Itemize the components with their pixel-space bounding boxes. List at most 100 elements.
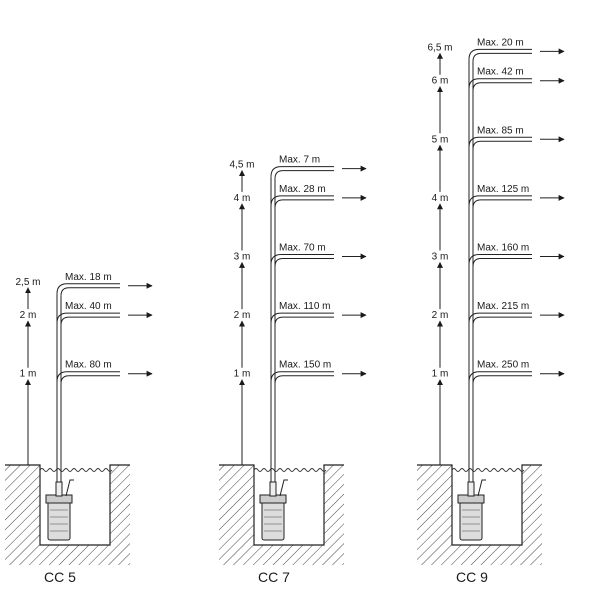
outlet: Max. 70 m	[270, 243, 367, 267]
max-distance-label: Max. 160 m	[477, 243, 529, 254]
max-distance-label: Max. 110 m	[279, 301, 331, 312]
pump-housing	[47, 499, 71, 541]
height-label: 5 m	[432, 134, 449, 145]
model-label: CC 5	[44, 569, 76, 585]
height-label: 6 m	[432, 76, 449, 87]
height-label: 1 m	[234, 369, 251, 380]
max-distance-label: Max. 125 m	[477, 184, 529, 195]
max-distance-label: Max. 42 m	[477, 67, 524, 78]
height-label: 1 m	[432, 369, 449, 380]
outlet-pipe-top	[468, 371, 532, 382]
outlet-pipe-bottom	[472, 82, 532, 91]
max-distance-label: Max. 70 m	[279, 243, 326, 254]
outlet-pipe-top	[270, 195, 334, 206]
outlet-pipe-bottom	[472, 140, 532, 150]
outlet: Max. 80 m	[56, 360, 153, 384]
max-distance-label: Max. 250 m	[477, 360, 529, 371]
outlet: Max. 110 m	[270, 301, 367, 326]
pump-unit-3: 1 m 2 m 3 m 4 m 5 m 6 m 6,5 m Max. 20 m Max. 42 …	[417, 37, 565, 585]
height-label: 3 m	[432, 252, 449, 263]
riser-pipe	[270, 176, 276, 482]
outlet-pipe-top	[468, 78, 532, 89]
water-surface	[451, 468, 525, 472]
outlet: Max. 160 m	[468, 243, 565, 267]
height-label: 3 m	[234, 252, 251, 263]
ground-hatch	[417, 465, 542, 565]
outlet: Max. 40 m	[56, 301, 153, 326]
outlet: Max. 150 m	[270, 360, 367, 384]
riser-pipe	[56, 293, 62, 482]
outlet-pipe-bottom	[274, 199, 334, 208]
pit-outline	[5, 464, 130, 546]
pump-handle	[477, 479, 486, 497]
outlet: Max. 18 m	[56, 272, 153, 296]
well-pit	[219, 464, 344, 565]
max-distance-label: Max. 85 m	[477, 125, 524, 136]
outlet-pipe-bottom	[472, 316, 532, 326]
model-label: CC 9	[456, 569, 488, 585]
outlet-pipe-bottom	[274, 375, 334, 384]
max-distance-label: Max. 80 m	[65, 360, 112, 371]
outlet-pipe-bottom	[472, 375, 532, 384]
height-label: 4,5 m	[229, 160, 254, 171]
outlet-pipe-bottom	[60, 287, 120, 296]
max-distance-label: Max. 150 m	[279, 360, 331, 371]
pump-body	[259, 479, 288, 541]
outlet-pipe-top	[468, 48, 532, 60]
pump-unit-1: 1 m 2 m 2,5 m Max. 18 m Max. 40 m Max. 80 m CC…	[5, 272, 153, 585]
outlet-pipe-bottom	[472, 199, 532, 208]
outlet-pipe-top	[468, 312, 532, 324]
pit-outline	[417, 464, 542, 546]
height-label: 4 m	[432, 193, 449, 204]
max-distance-label: Max. 40 m	[65, 301, 112, 312]
outlet-pipe-top	[270, 166, 334, 177]
height-label: 4 m	[234, 193, 251, 204]
pump-outlet-pipe	[269, 481, 277, 497]
max-distance-label: Max. 20 m	[477, 37, 524, 48]
outlet: Max. 125 m	[468, 184, 565, 208]
outlet: Max. 20 m	[468, 37, 565, 62]
pump-body	[457, 479, 486, 541]
outlet-pipe-top	[270, 371, 334, 382]
pump-housing	[261, 499, 285, 541]
well-pit	[417, 464, 542, 565]
max-distance-label: Max. 28 m	[279, 184, 326, 195]
max-distance-label: Max. 18 m	[65, 272, 112, 283]
height-label: 2 m	[20, 310, 37, 321]
outlet-pipe-top	[270, 312, 334, 324]
model-label: CC 7	[258, 569, 290, 585]
height-label: 2,5 m	[15, 277, 40, 288]
outlet: Max. 28 m	[270, 184, 367, 208]
outlet: Max. 85 m	[468, 125, 565, 150]
pump-unit-2: 1 m 2 m 3 m 4 m 4,5 m Max. 7 m Max. 28 m Max. 7…	[219, 155, 367, 585]
outlet-pipe-top	[56, 312, 120, 324]
height-label: 6,5 m	[427, 42, 452, 53]
height-label: 2 m	[234, 310, 251, 321]
outlet-pipe-bottom	[472, 52, 532, 62]
outlet: Max. 215 m	[468, 301, 565, 326]
height-label: 2 m	[432, 310, 449, 321]
height-axis: 1 m 2 m 3 m 4 m 5 m 6 m 6,5 m	[427, 42, 453, 465]
outlet-pipe-bottom	[274, 170, 334, 179]
pump-outlet-pipe	[55, 481, 63, 497]
ground-hatch	[5, 465, 130, 565]
well-pit	[5, 464, 130, 565]
outlet: Max. 42 m	[468, 67, 565, 91]
height-axis: 1 m 2 m 3 m 4 m 4,5 m	[229, 160, 255, 465]
outlet-pipe-bottom	[60, 375, 120, 384]
outlet-pipe-bottom	[274, 316, 334, 326]
outlet: Max. 250 m	[468, 360, 565, 384]
height-label: 1 m	[20, 369, 37, 380]
pump-handle	[65, 479, 74, 497]
ground-hatch	[219, 465, 344, 565]
max-distance-label: Max. 7 m	[279, 155, 320, 166]
height-axis: 1 m 2 m 2,5 m	[15, 277, 41, 465]
outlet-pipe-top	[468, 254, 532, 265]
outlet-pipe-top	[270, 254, 334, 265]
outlet-pipe-top	[56, 371, 120, 382]
outlet-pipe-top	[468, 136, 532, 148]
pump-handle	[279, 479, 288, 497]
max-distance-label: Max. 215 m	[477, 301, 529, 312]
outlet-pipe-bottom	[472, 258, 532, 267]
